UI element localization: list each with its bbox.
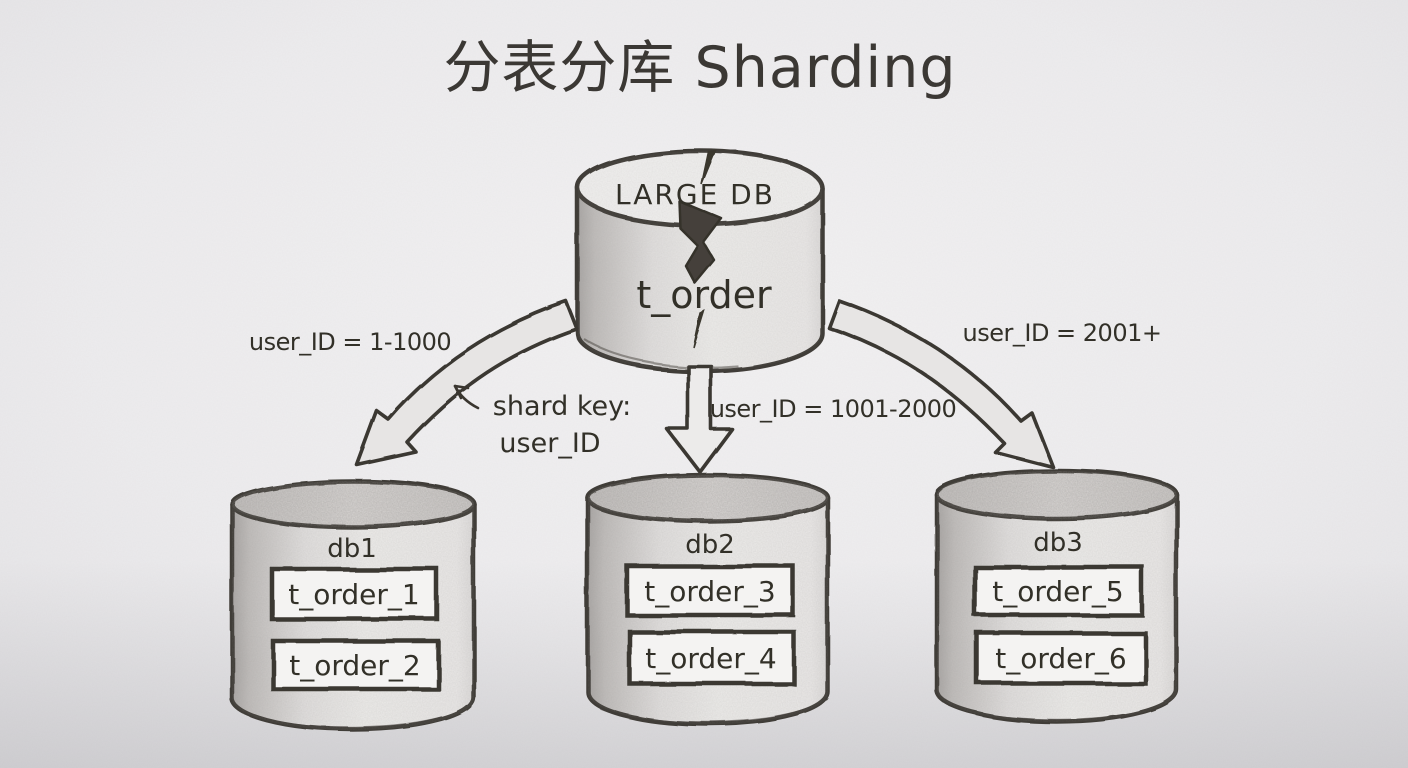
db1-name-label: db1 [327,534,377,564]
shard-key-note-line2: user_ID [499,428,600,459]
table-box [627,629,797,687]
table-box [972,564,1145,618]
shard-key-note-line1: shard key: [493,391,631,422]
db2-table-boxes [624,563,797,687]
db1-table2-label: t_order_2 [289,649,420,682]
curved-arrow-down-left-icon [355,299,579,467]
db2-table2-label: t_order_4 [645,642,776,675]
straight-arrow-down-icon [665,364,734,474]
branch3-range-label: user_ID = 2001+ [963,319,1162,347]
diagram-title: 分表分库 Sharding [443,35,956,101]
db2-top-scribble [588,475,828,521]
large-db-label: LARGE DB [615,178,775,211]
db1-table1-label: t_order_1 [288,578,419,611]
db3-top-scribble [937,471,1177,519]
table-box [624,563,796,618]
db2-table1-label: t_order_3 [644,575,775,608]
db3-table2-label: t_order_6 [995,642,1126,675]
db2-name-label: db2 [685,530,735,560]
branch2-range-label: user_ID = 1001-2000 [710,395,957,423]
db3-name-label: db3 [1033,528,1083,558]
note-pointer-arrow-icon [453,384,480,410]
db3-table-boxes [972,564,1148,686]
db3-table1-label: t_order_5 [992,575,1123,608]
curved-arrow-down-right-icon [827,299,1055,469]
source-table-label: t_order [636,273,772,317]
db1-table-boxes [269,566,441,692]
table-box [974,630,1148,686]
lightning-crack-icon [677,150,724,348]
db1-top-scribble [232,481,474,527]
table-box [270,638,441,692]
branch1-range-label: user_ID = 1-1000 [249,328,451,356]
table-box [269,566,440,622]
